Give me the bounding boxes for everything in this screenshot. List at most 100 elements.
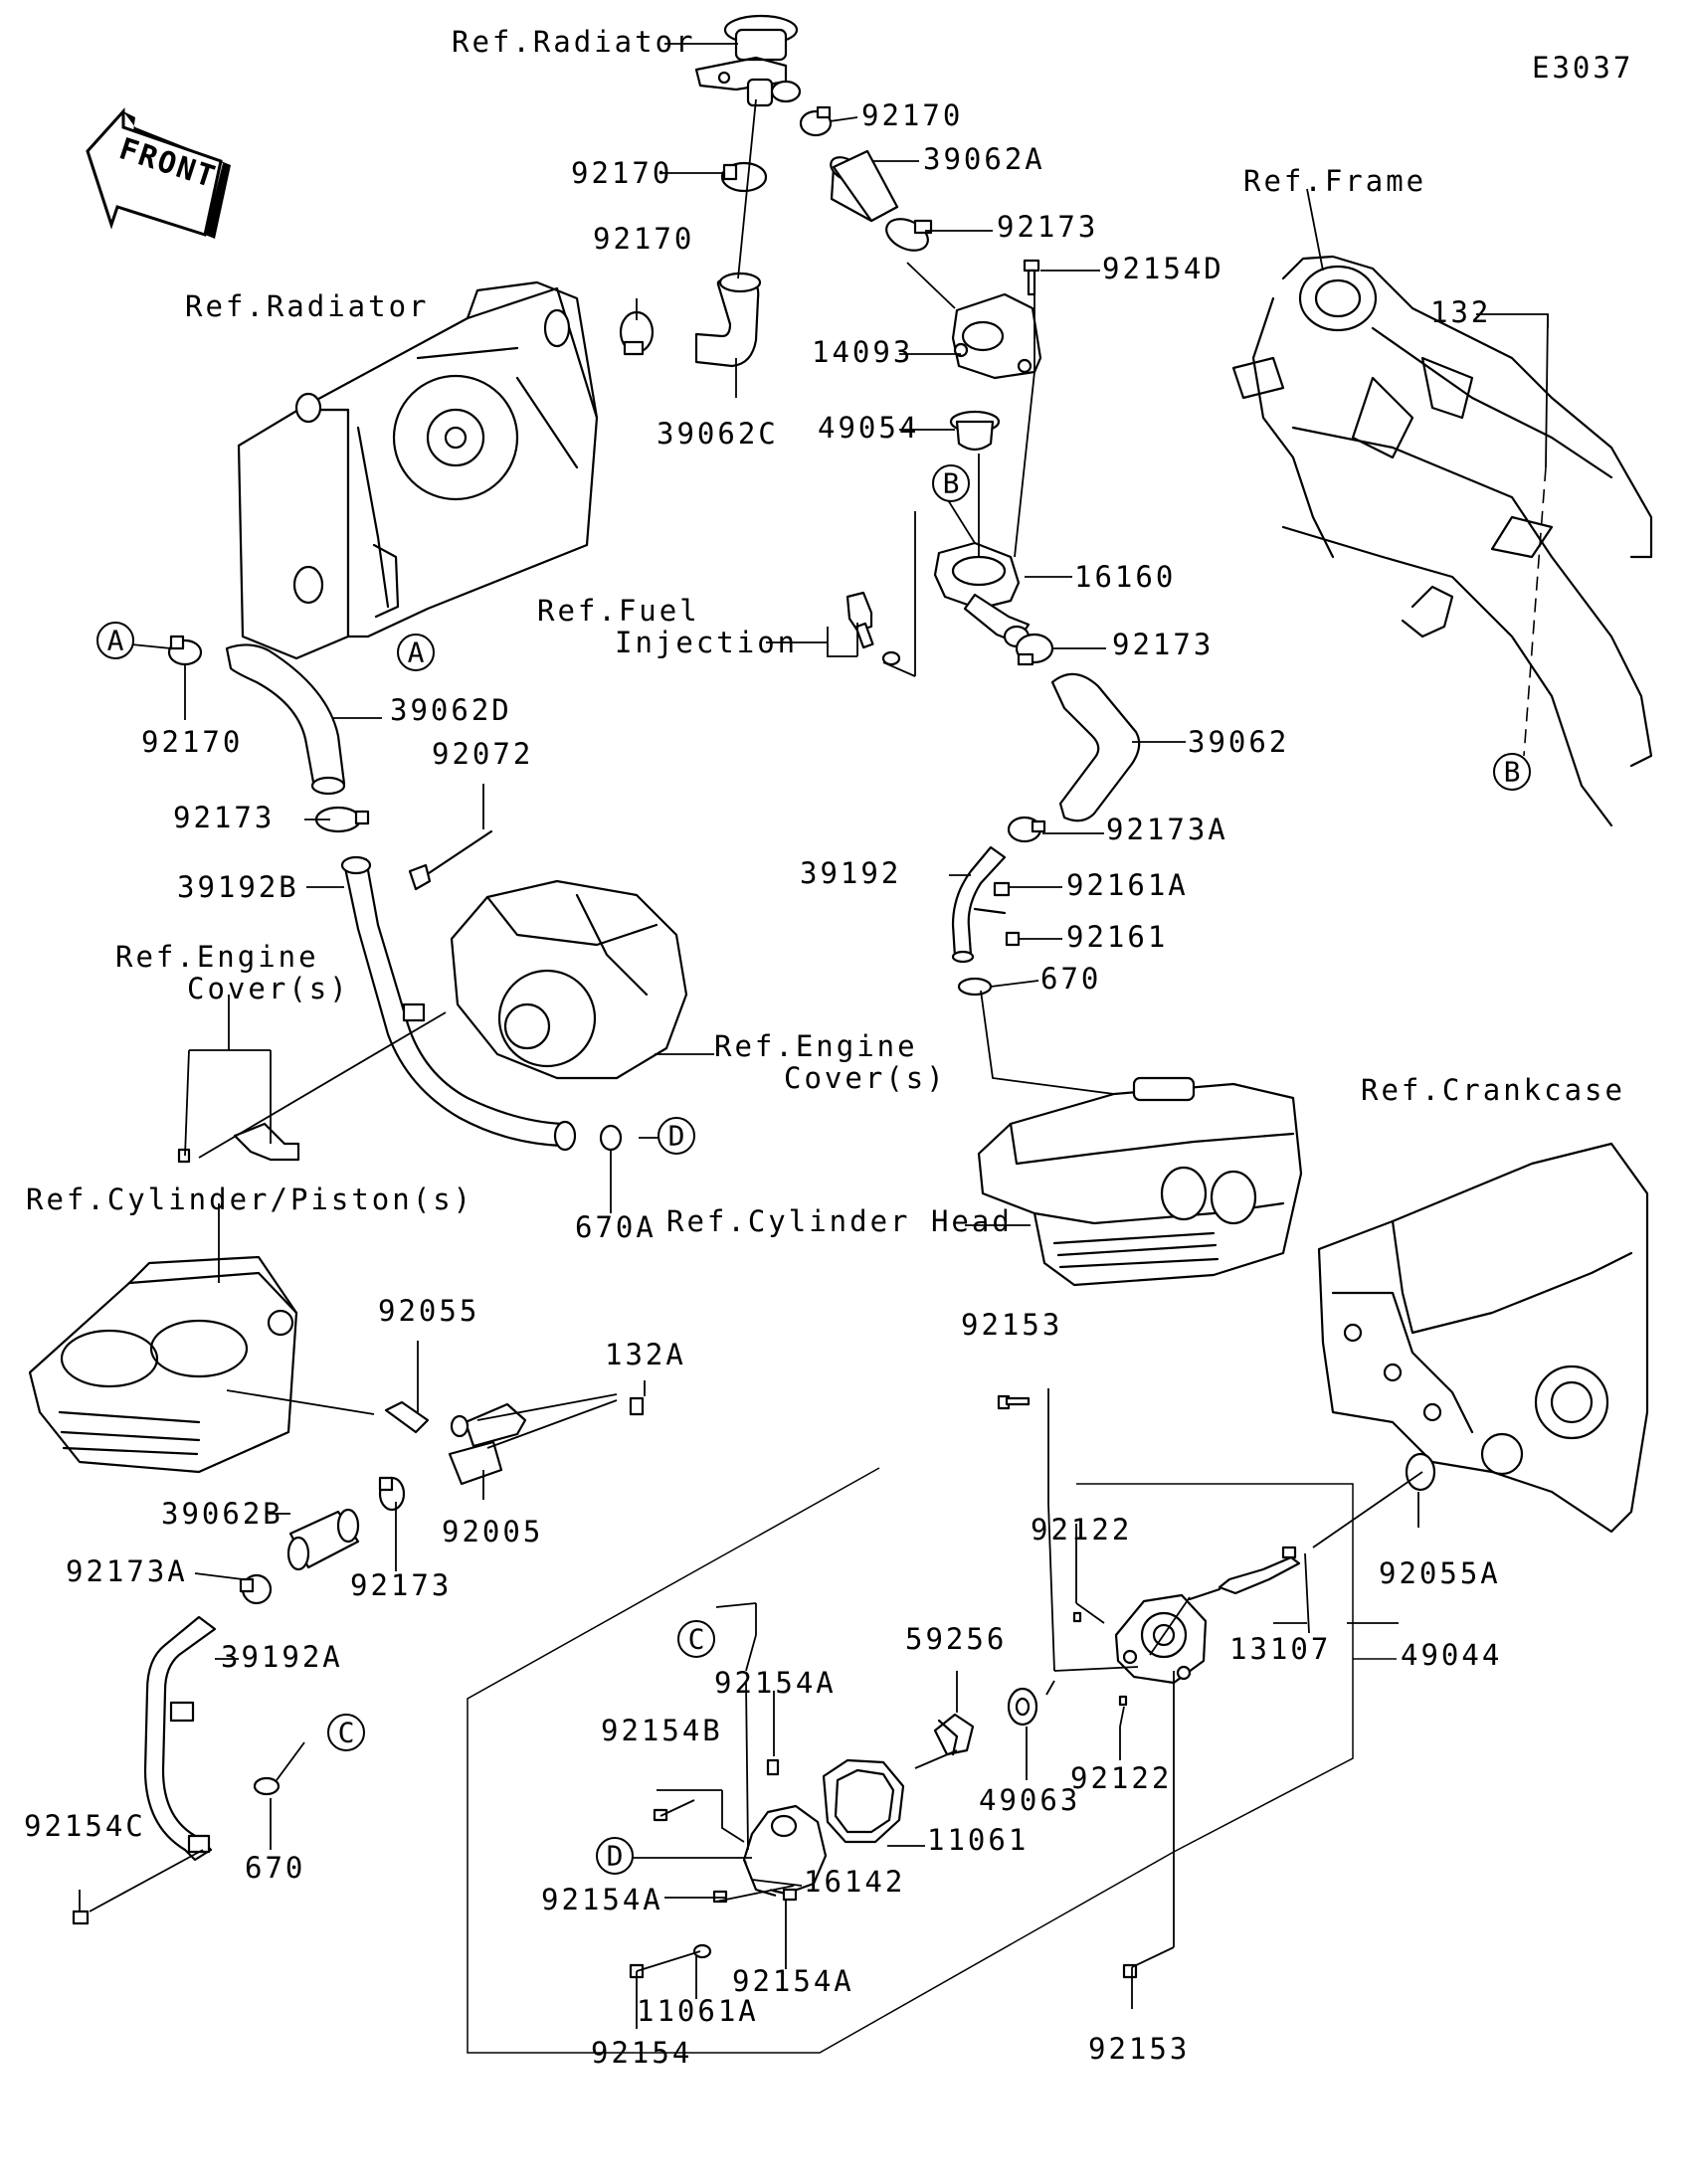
callout-a-left: A bbox=[96, 622, 134, 659]
cylinder-block-drawing bbox=[28, 1255, 298, 1474]
callout-a-radiator: A bbox=[397, 634, 435, 671]
clamp-92173-top-drawing bbox=[885, 218, 933, 252]
thermostat-49054-drawing bbox=[949, 410, 1001, 452]
ref-fuel-injection-2: Injection bbox=[615, 626, 798, 659]
front-arrow-icon: FRONT bbox=[86, 107, 231, 239]
part-label: 11061 bbox=[927, 1823, 1029, 1857]
hose-39062c-drawing bbox=[694, 272, 762, 368]
part-label: 92170 bbox=[861, 98, 963, 132]
bracket-drawing bbox=[177, 1122, 300, 1164]
part-label: 92005 bbox=[442, 1515, 543, 1548]
part-label: 92153 bbox=[961, 1308, 1062, 1342]
svg-text:C: C bbox=[688, 1623, 705, 1656]
callout-c-pump: C bbox=[677, 1620, 715, 1658]
ref-frame: Ref.Frame bbox=[1243, 164, 1426, 198]
pipe-39192-drawing bbox=[951, 845, 1007, 964]
ref-crankcase: Ref.Crankcase bbox=[1361, 1073, 1625, 1107]
part-label: 92153 bbox=[1088, 2032, 1190, 2066]
bolt-132a-drawing bbox=[629, 1396, 645, 1416]
thermostat-housing-16160-drawing bbox=[933, 541, 1031, 648]
part-label: 49054 bbox=[818, 411, 919, 445]
part-label: 92173 bbox=[1112, 628, 1214, 661]
svg-text:D: D bbox=[668, 1120, 685, 1153]
clamp-92170-a-drawing bbox=[799, 105, 833, 137]
radiator-drawing bbox=[237, 280, 599, 660]
ref-fuel-injection-1: Ref.Fuel bbox=[537, 594, 700, 628]
pipe-39192a-drawing bbox=[143, 1615, 217, 1862]
callout-c-left: C bbox=[327, 1714, 365, 1751]
part-label: 92161 bbox=[1066, 920, 1168, 954]
part-label: 92154B bbox=[601, 1714, 723, 1747]
plug-92161a-drawing bbox=[993, 881, 1011, 897]
hose-39062d-drawing bbox=[225, 643, 346, 796]
part-label: 14093 bbox=[812, 335, 913, 369]
clamp-92170-c-drawing bbox=[619, 310, 655, 356]
shaft-13107-drawing bbox=[1188, 1546, 1301, 1601]
frame-drawing bbox=[1231, 255, 1653, 827]
ref-cylinder-head: Ref.Cylinder Head bbox=[666, 1204, 1013, 1238]
part-label: 11061A bbox=[637, 1994, 759, 2028]
part-label: 670 bbox=[245, 1851, 305, 1885]
part-label: 16160 bbox=[1074, 560, 1176, 594]
oring-670-top-drawing bbox=[957, 977, 993, 997]
part-label: 132 bbox=[1430, 295, 1491, 329]
plug-92161-drawing bbox=[1005, 931, 1021, 947]
callout-d-pump: D bbox=[596, 1837, 634, 1875]
part-label: 92154A bbox=[732, 1964, 854, 1998]
bolt-92154c-drawing bbox=[72, 1910, 90, 1925]
fitting-92005-drawing bbox=[448, 1402, 527, 1486]
ref-radiator: Ref.Radiator bbox=[185, 289, 430, 323]
callout-d-pipe: D bbox=[658, 1117, 695, 1155]
svg-text:C: C bbox=[338, 1717, 355, 1749]
ref-engine-cover-left-1: Ref.Engine bbox=[115, 940, 319, 974]
ref-engine-cover-right-1: Ref.Engine bbox=[714, 1029, 918, 1063]
part-label: 39062A bbox=[923, 142, 1045, 176]
part-label: 49063 bbox=[979, 1783, 1080, 1817]
gasket-11061-drawing bbox=[822, 1758, 905, 1844]
part-label: 13107 bbox=[1229, 1632, 1331, 1666]
part-label: 92154A bbox=[714, 1666, 837, 1700]
part-label: 39062 bbox=[1188, 725, 1289, 759]
ref-radiator-top: Ref.Radiator bbox=[452, 25, 696, 59]
part-label: 92170 bbox=[593, 222, 694, 256]
leader-lines bbox=[79, 43, 1549, 2054]
part-label: 92154D bbox=[1102, 252, 1224, 285]
gasket-92055-drawing bbox=[384, 1400, 430, 1434]
clamp-92173-low-drawing bbox=[378, 1476, 406, 1512]
callout-b-frame: B bbox=[1493, 753, 1531, 791]
part-label: 92122 bbox=[1070, 1761, 1172, 1795]
part-label: 39192A bbox=[221, 1640, 343, 1674]
svg-text:D: D bbox=[607, 1840, 624, 1873]
ref-engine-cover-left-2: Cover(s) bbox=[187, 972, 350, 1005]
clamp-92170-left-drawing bbox=[167, 635, 203, 666]
bolt-92154d-drawing bbox=[1023, 259, 1040, 296]
oring-670-bottom-drawing bbox=[253, 1776, 281, 1796]
hose-39062-drawing bbox=[1050, 672, 1141, 822]
pipe-39192b-drawing bbox=[340, 855, 577, 1152]
part-label: 132A bbox=[605, 1338, 686, 1371]
engine-cover-drawing bbox=[450, 879, 688, 1080]
part-label: 16142 bbox=[804, 1865, 905, 1899]
radiator-cap-drawing bbox=[694, 14, 802, 107]
part-label: 39192B bbox=[177, 870, 299, 904]
pump-cover-16142-drawing bbox=[742, 1804, 828, 1898]
ref-engine-cover-right-2: Cover(s) bbox=[784, 1061, 947, 1095]
svg-text:B: B bbox=[1504, 756, 1521, 789]
cylinder-head-drawing bbox=[977, 1076, 1303, 1287]
bolt-92153-top-drawing bbox=[997, 1394, 1031, 1410]
part-label: 92173 bbox=[173, 801, 275, 834]
part-label: 92154A bbox=[541, 1883, 663, 1916]
callout-b-housing: B bbox=[932, 464, 970, 502]
part-label: 92122 bbox=[1031, 1513, 1132, 1547]
part-label: 92170 bbox=[141, 725, 243, 759]
part-label: 49044 bbox=[1401, 1638, 1502, 1672]
oring-92055a-drawing bbox=[1405, 1452, 1436, 1492]
hose-39062b-drawing bbox=[286, 1508, 360, 1571]
part-label: 92154 bbox=[591, 2036, 692, 2070]
clamp-92173-left-drawing bbox=[314, 806, 370, 833]
part-label: 39062B bbox=[161, 1497, 283, 1531]
part-label: 59256 bbox=[905, 1622, 1007, 1656]
impeller-59256-drawing bbox=[933, 1713, 975, 1756]
part-label: 92154C bbox=[24, 1809, 146, 1843]
